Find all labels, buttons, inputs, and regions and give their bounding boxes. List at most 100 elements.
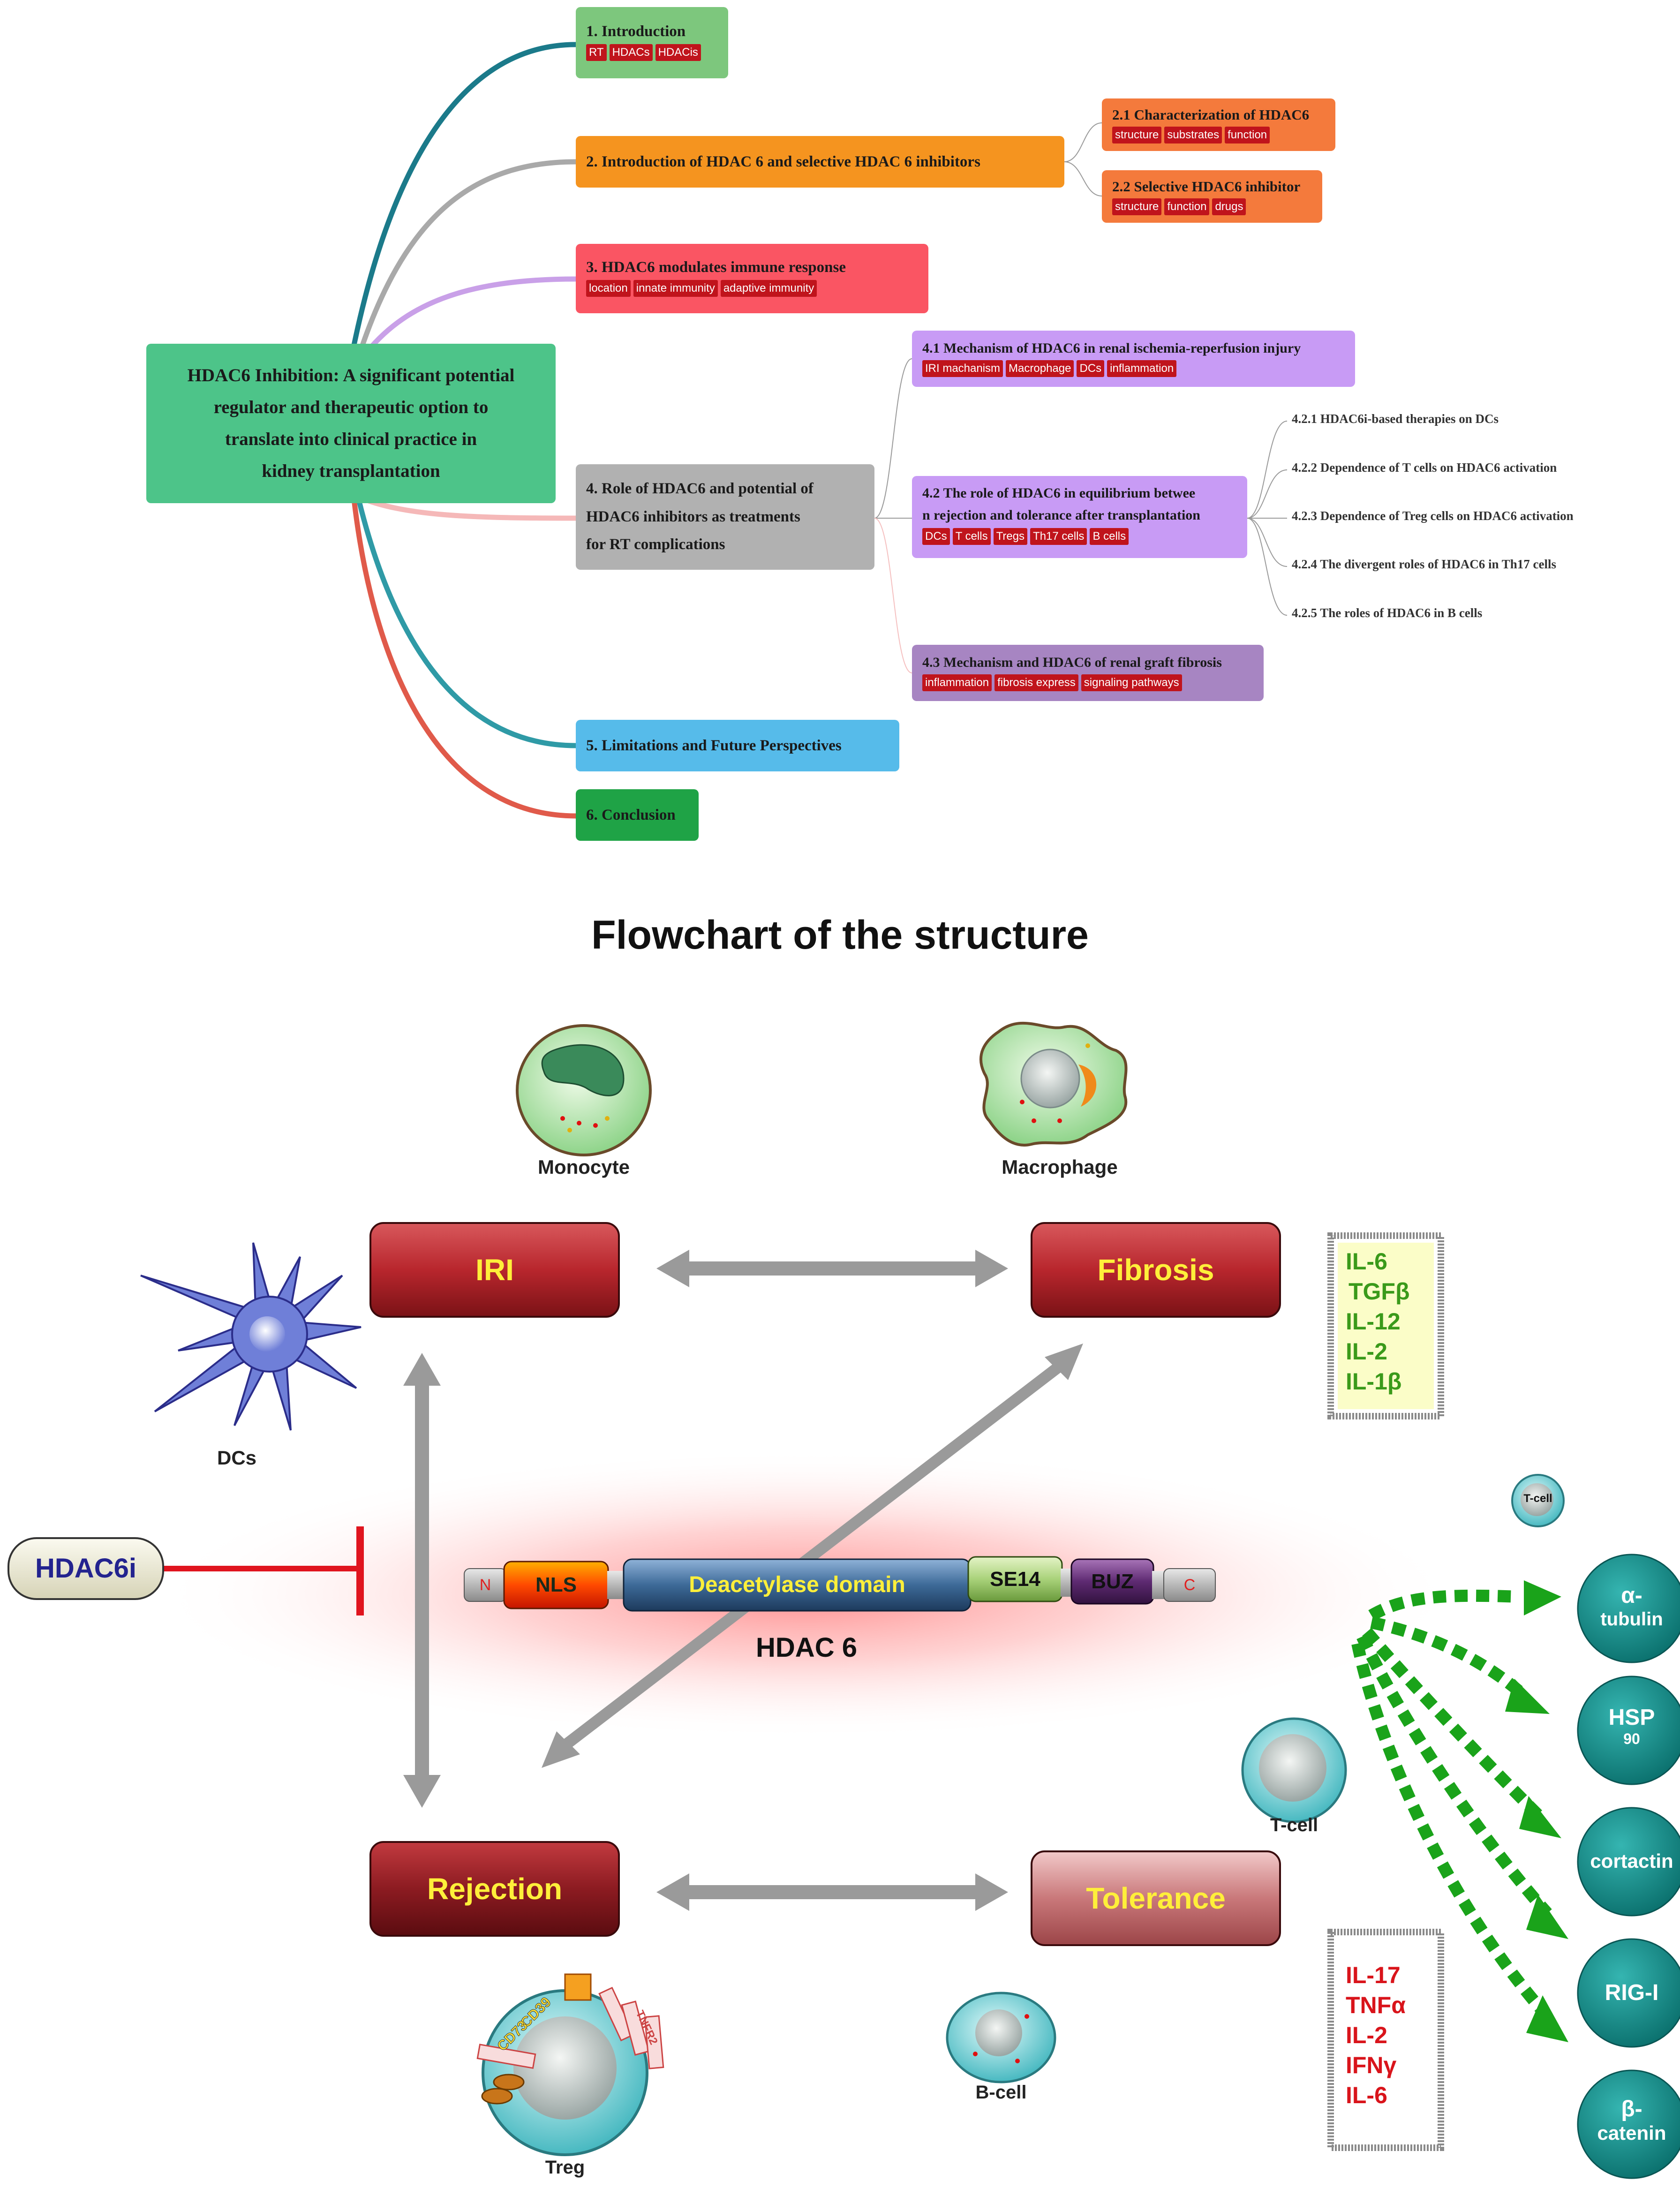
branch-1-connector [349,42,579,359]
substrate-tubulin-line1: α- [1621,1583,1642,1608]
tcell-small-label: T-cell [1523,1492,1552,1505]
node-4.3-tags: inflammation fibrosis express signaling … [922,674,1253,691]
tag: function [1225,126,1270,143]
node-4-role[interactable]: 4. Role of HDAC6 and potential of HDAC6 … [576,464,874,570]
tag: adaptive immunity [720,279,817,297]
domain-deacetylase-label: Deacetylase domain [689,1572,905,1597]
tag: inflammation [922,674,992,691]
bcell-label: B-cell [975,2082,1027,2103]
connector-4.2-to-4.2.1 [1247,421,1288,519]
connector-4.2-to-4.2.5 [1247,518,1288,616]
node-2.2-tags: structure function drugs [1112,198,1312,215]
leaf-4.2.3[interactable]: 4.2.3 Dependence of Treg cells on HDAC6 … [1292,509,1574,523]
domain-nls-label: NLS [535,1573,577,1596]
leaf-4.2.5[interactable]: 4.2.5 The roles of HDAC6 in B cells [1292,606,1483,620]
domain-se14-label: SE14 [990,1568,1040,1591]
node-4.1-tags: IRI machanism Macrophage DCs inflammatio… [922,360,1345,377]
arrow-to-hsp90 [1370,1616,1528,1700]
dendritic-cell [140,1242,362,1431]
tag: drugs [1212,198,1246,215]
rejection-tolerance-arrow [656,1873,1008,1911]
arrow-to-rigi [1356,1634,1552,1917]
tolerance-box [1031,1850,1281,1946]
dcs-label: DCs [217,1447,257,1469]
center-line-2: regulator and therapeutic option to [213,397,489,417]
node-6-conclusion[interactable]: 6. Conclusion [576,789,699,841]
node-4.2-line-1: 4.2 The role of HDAC6 in equilibrium bet… [922,485,1196,501]
tag: DCs [1077,360,1105,377]
linker-1 [607,1571,626,1599]
node-4.1[interactable]: 4.1 Mechanism of HDAC6 in renal ischemia… [912,331,1355,387]
arrowhead-bcatenin [1526,1995,1568,2042]
tag: inflammation [1107,360,1177,377]
hdac6i-label: HDAC6i [35,1553,136,1584]
node-4.2[interactable]: 4.2 The role of HDAC6 in equilibrium bet… [912,476,1247,558]
cytokines-top: IL-6 TGFβ IL-12 IL-2 IL-1β [1346,1246,1410,1396]
node-2.2[interactable]: 2.2 Selective HDAC6 inhibitor structure … [1102,170,1322,223]
substrate-hsp90-label: HSP 90 [1578,1705,1680,1748]
tag: HDACis [655,44,701,61]
substrate-circles [1577,1554,1680,2179]
node-2-title: 2. Introduction of HDAC 6 and selective … [586,153,980,170]
substrate-bcatenin-line2: catenin [1597,2122,1666,2144]
leaf-4.2.1[interactable]: 4.2.1 HDAC6i-based therapies on DCs [1292,412,1499,426]
node-3-tags: location innate immunity adaptive immuni… [586,279,918,297]
leaf-4.2.2[interactable]: 4.2.2 Dependence of T cells on HDAC6 act… [1292,460,1557,475]
cytokine-il2b: IL-2 [1346,2022,1387,2048]
tag: function [1164,198,1210,215]
mindmap-connectors [349,42,579,819]
leaf-4.2.4[interactable]: 4.2.4 The divergent roles of HDAC6 in Th… [1292,557,1557,571]
cytokine-il6b: IL-6 [1346,2082,1387,2108]
arrowhead-hsp90 [1505,1679,1550,1714]
node-4.2-line-2: n rejection and tolerance after transpla… [922,507,1200,523]
node-2.1-tags: structure substrates function [1112,126,1325,143]
node-4-line-2: HDAC6 inhibitors as treatments [586,508,800,525]
tag: fibrosis express [994,674,1078,691]
node-2-hdac6-intro[interactable]: 2. Introduction of HDAC 6 and selective … [576,136,1064,188]
tag: RT [586,44,607,61]
tag: Th17 cells [1030,528,1087,545]
domain-n-label: N [479,1576,491,1594]
cytokine-il2: IL-2 [1346,1338,1387,1365]
substrate-hsp90-circle [1577,1676,1680,1785]
node-4.2-tags: DCs T cells Tregs Th17 cells B cells [922,528,1237,545]
node-5-limitations[interactable]: 5. Limitations and Future Perspectives [576,720,899,771]
domain-buz-label: BUZ [1091,1570,1134,1593]
iri-rejection-arrow [403,1353,441,1808]
cytokine-il6: IL-6 [1346,1248,1387,1275]
node-2.1-title: 2.1 Characterization of HDAC6 [1112,106,1310,123]
domain-c-label: C [1183,1576,1196,1594]
node-4.1-title: 4.1 Mechanism of HDAC6 in renal ischemia… [922,340,1301,356]
substrate-cortactin-label: cortactin [1590,1850,1673,1872]
node-1-introduction[interactable]: 1. Introduction RT HDACs HDACis [576,7,728,78]
branch-5-connector [356,497,579,748]
substrate-rigi-label: RIG-I [1605,1980,1659,2005]
fibrosis-box [1031,1222,1281,1318]
node-4-line-1: 4. Role of HDAC6 and potential of [586,480,814,498]
center-title: HDAC6 Inhibition: A significant potentia… [188,360,515,488]
tcell-mid [1241,1717,1347,1823]
substrate-bcatenin-line1: β- [1621,2097,1642,2121]
center-node: HDAC6 Inhibition: A significant potentia… [146,344,556,503]
tag: B cells [1090,528,1129,545]
monocyte-label: Monocyte [537,1156,630,1178]
iri-fibrosis-arrow [656,1250,1008,1287]
node-2.1[interactable]: 2.1 Characterization of HDAC6 structure … [1102,98,1335,151]
tcell-small [1511,1474,1565,1527]
sub-connectors [874,122,1288,673]
connector-2-to-2.2 [1064,161,1102,196]
node-1-tags: RT HDACs HDACis [586,44,718,61]
cytokine-frame-bottom [1327,1929,1444,2151]
tag: structure [1112,126,1162,143]
substrate-tubulin-label: α- tubulin [1578,1583,1680,1630]
node-4.3[interactable]: 4.3 Mechanism and HDAC6 of renal graft f… [912,645,1264,701]
tag: location [586,279,631,297]
node-3-immune[interactable]: 3. HDAC6 modulates immune response locat… [576,244,928,313]
branch-6-connector [351,497,579,819]
connector-4.2-to-4.2.2 [1247,469,1288,519]
tolerance-label: Tolerance [1086,1881,1226,1915]
cytokine-il12: IL-12 [1346,1308,1401,1335]
cytokine-il17: IL-17 [1346,1962,1401,1988]
rejection-box [369,1841,620,1937]
